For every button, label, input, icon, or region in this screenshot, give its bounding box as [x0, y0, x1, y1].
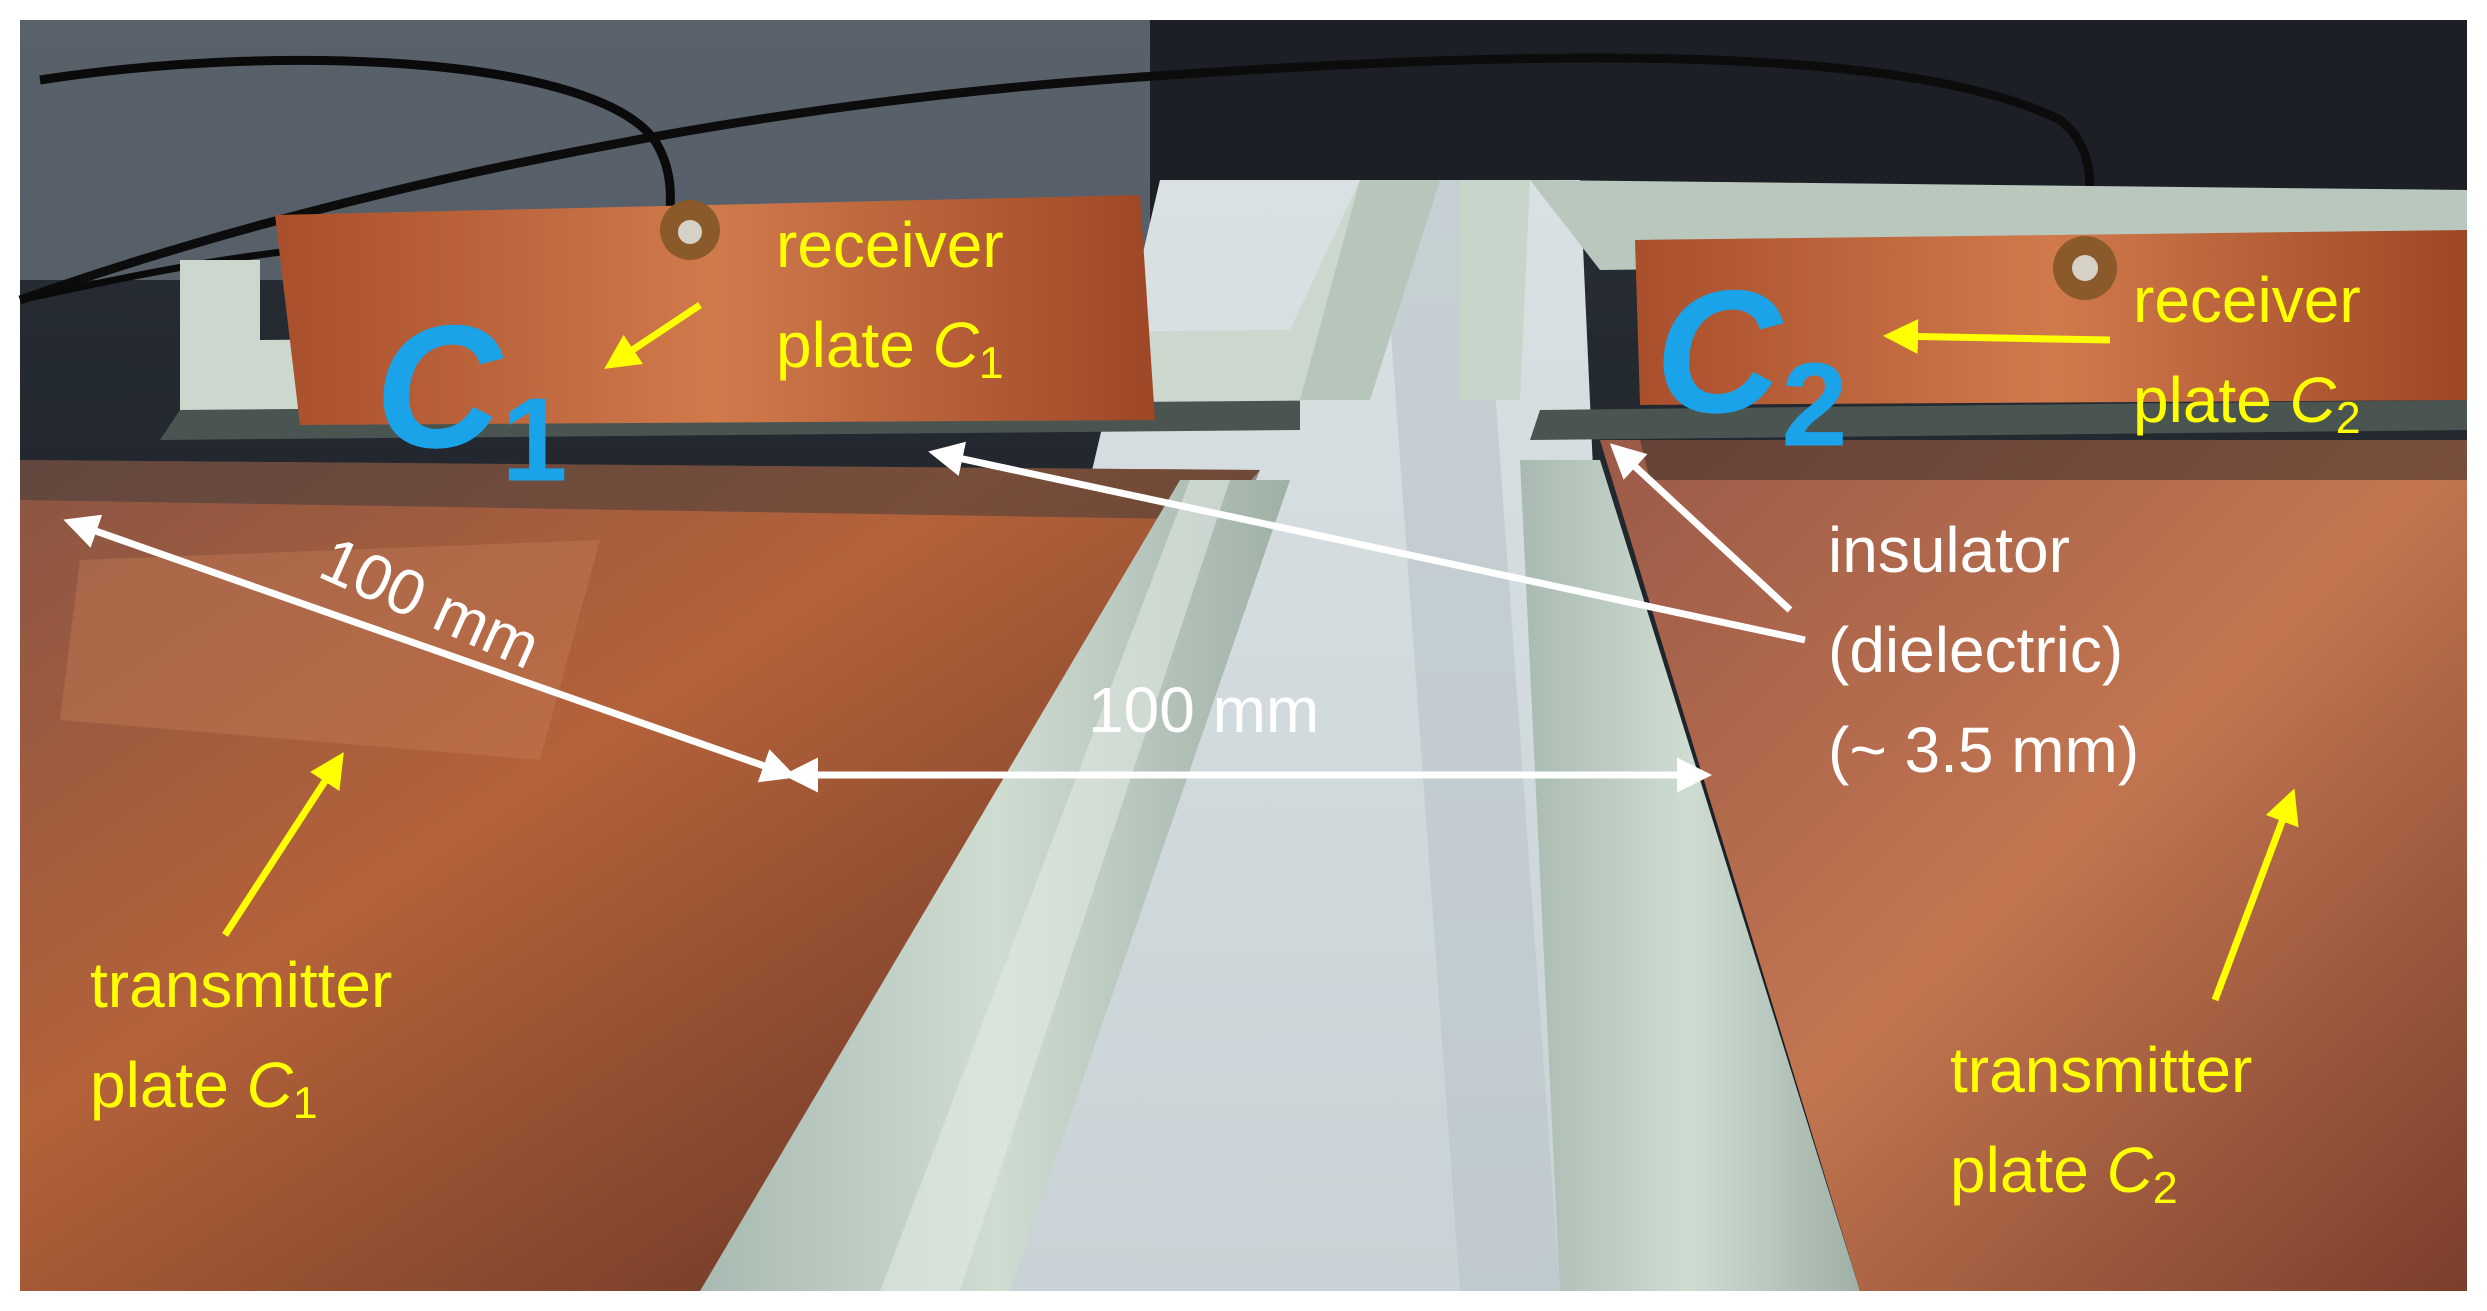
label-transmitter-plate-c1: transmitter plate C1 — [90, 935, 392, 1153]
transmitter-c2-line2: plate C2 — [1950, 1134, 2178, 1214]
label-dimension-horizontal: 100 mm — [1088, 674, 1320, 746]
receiver-c2-arrow — [1883, 319, 2111, 355]
solder-point-c2 — [2072, 255, 2098, 281]
insulator-arrow-right — [1609, 443, 1793, 613]
cable-right — [18, 53, 2095, 305]
fiberglass-rail-right — [1520, 460, 1860, 1291]
capacitor-c2-subscript: 2 — [1781, 338, 1848, 472]
capacitor-c1-subscript: 1 — [501, 373, 568, 507]
insulator-line1: insulator — [1828, 514, 2070, 586]
capacitor-c1-letter: C — [375, 290, 502, 485]
transmitter-c1-line1: transmitter — [90, 949, 393, 1021]
receiver-plate-c2 — [1635, 230, 2467, 405]
receiver-c2-line2: plate C2 — [2133, 364, 2361, 444]
dimension-arrow-diagonal — [63, 514, 797, 783]
receiver-c1-line2: plate C1 — [776, 309, 1004, 389]
label-transmitter-plate-c2: transmitter plate C2 — [1950, 1020, 2252, 1238]
capacitor-c2-letter: C — [1655, 255, 1782, 450]
insulator-arrow-left — [928, 441, 1806, 644]
label-receiver-plate-c2: receiver plate C2 — [2133, 250, 2361, 468]
receiver-c1-line1: receiver — [776, 209, 1004, 281]
transmitter-c2-line1: transmitter — [1950, 1034, 2253, 1106]
insulator-line2: (dielectric) — [1828, 614, 2124, 686]
label-receiver-plate-c1: receiver plate C1 — [776, 195, 1004, 413]
insulator-strip-right — [1530, 400, 2467, 440]
receiver-c2-line1: receiver — [2133, 264, 2361, 336]
transmitter-plate-c2 — [1600, 440, 2467, 1291]
receiver-plate-c1 — [275, 195, 1155, 425]
insulator-line3: (~ 3.5 mm) — [1828, 714, 2140, 786]
label-insulator-dielectric: insulator (dielectric) (~ 3.5 mm) — [1828, 500, 2139, 800]
receiver-c1-arrow — [604, 302, 702, 369]
capacitor-symbol-c2: C2 — [1655, 265, 1848, 464]
angle-profile-right — [1460, 180, 1530, 400]
solder-point-c1 — [678, 220, 702, 244]
transmitter-c2-arrow — [2211, 788, 2299, 1002]
capacitor-symbol-c1: C1 — [375, 300, 568, 499]
transmitter-c1-line2: plate C1 — [90, 1049, 318, 1129]
cable-left — [39, 55, 675, 241]
transmitter-c1-arrow — [222, 752, 344, 937]
